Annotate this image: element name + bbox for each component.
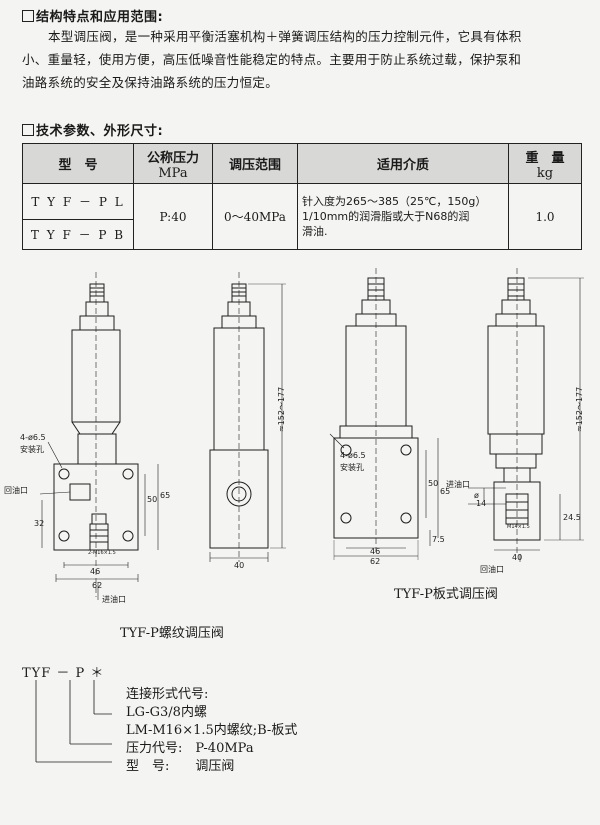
thread-label: M14×1.5 [507,524,530,530]
dim-14: 14 [476,499,486,508]
dim-50: 50 [428,479,438,488]
code-legend-line: 型 号: 调压阀 [126,759,235,774]
return-port-label: 回油口 [480,564,504,574]
dim-65: 65 [440,487,450,496]
dim-62: 62 [370,557,380,566]
features-paragraph: 本型调压阀，是一种采用平衡活塞机构＋弹簧调压结构的压力控制元件，它具有体积 小、… [22,25,592,94]
medium-cell: 针入度为265～385（25℃，150g） 1/10mm的润滑脂或大于N68的润… [297,183,509,250]
dim-46: 46 [90,567,100,576]
mounting-hole-label: 安装孔 [340,462,364,472]
spec-table: 型 号 公称压力 MPa 调压范围 适用介质 重 量 kg T Y F － P … [22,143,582,250]
plate-valve-side [468,268,584,562]
pressure-cell: P:40 [133,183,213,250]
dim-24-5: 24.5 [563,513,581,522]
paragraph-line: 油路系统的安全及保持油路系统的压力恒定。 [22,75,279,90]
caption-plate-valve: TYF-P板式调压阀 [394,587,498,602]
paragraph-line: 小、重量轻，使用方便，高压低噪音性能稳定的特点。主要用于防止系统过载，保护泵和 [22,52,522,67]
threaded-valve-side [209,272,286,562]
weight-cell: 1.0 [508,183,582,250]
code-legend: 连接形式代号: LG-G3/8内螺 LM-M16×1.5内螺纹;B-板式 压力代… [126,686,297,776]
plate-valve-front [329,268,439,560]
inlet-port-label: 进油口 [102,594,126,604]
return-port-label: 回油口 [4,485,28,495]
paragraph-line: 本型调压阀，是一种采用平衡活塞机构＋弹簧调压结构的压力控制元件，它具有体积 [48,29,522,44]
dim-62: 62 [92,581,102,590]
section-title-specs: 技术参数、外形尺寸: [22,120,163,139]
code-leader-lines [35,680,112,763]
code-legend-line: 连接形式代号: [126,687,209,702]
dim-height: ≈152～177 [575,387,584,432]
header-medium: 适用介质 [297,143,509,184]
header-pressure: 公称压力 MPa [133,143,213,184]
code-legend-line: 压力代号: P-40MPa [126,741,254,756]
threaded-valve-front [39,272,159,600]
hole-label: 4-ø6.5 [340,451,366,460]
dim-32: 32 [34,519,44,528]
code-legend-line: LM-M16×1.5内螺纹;B-板式 [126,723,298,738]
dim-phi: ø [474,491,479,500]
header-weight: 重 量 kg [508,143,582,184]
model-cell: T Y F － P L [22,183,134,220]
inlet-port-label: 进油口 [446,479,470,489]
section-title-features: 结构特点和应用范围: [22,6,163,25]
code-legend-line: LG-G3/8内螺 [126,705,207,720]
thread-label: 2-M16×1.5 [88,550,116,556]
technical-drawing: 4-ø6.5 安装孔 回油口 进油口 2-M16×1.5 32 46 62 50… [4,268,584,604]
dim-40: 40 [234,561,244,570]
header-range: 调压范围 [212,143,298,184]
range-cell: 0～40MPa [212,183,298,250]
model-cell: T Y F － P B [22,219,134,250]
dim-65: 65 [160,491,170,500]
hole-label: 4-ø6.5 [20,433,46,442]
dim-7-5: 7.5 [432,535,445,544]
dim-50: 50 [147,495,157,504]
dim-height: ≈152～177 [277,387,286,432]
dim-40: 40 [512,553,522,562]
mounting-hole-label: 安装孔 [20,444,44,454]
dim-46: 46 [370,547,380,556]
model-code: TYF － P ＊ [22,666,105,681]
caption-threaded-valve: TYF-P螺纹调压阀 [120,626,224,641]
header-model: 型 号 [22,143,134,184]
